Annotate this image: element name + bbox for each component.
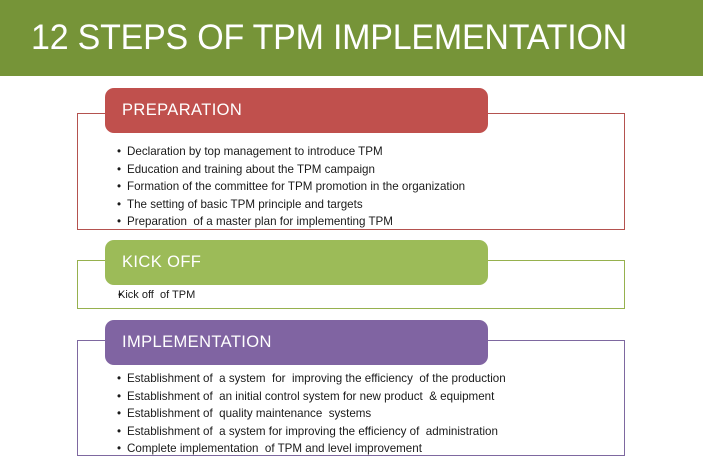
list-item: •Kick off of TPM <box>118 289 196 301</box>
list-item: • Establishment of a system for improving… <box>117 370 506 388</box>
list-item: • Declaration by top management to introd… <box>117 143 465 161</box>
list-item-text: Formation of the committee for TPM promo… <box>127 180 466 194</box>
bullet-list-preparation: • Declaration by top management to introd… <box>117 143 465 231</box>
list-item-text: Establishment of an initial control syst… <box>127 389 495 403</box>
list-item-text: The setting of basic TPM principle and t… <box>127 197 363 211</box>
section-header-implementation[interactable]: IMPLEMENTATION <box>105 320 488 365</box>
list-item-text: Establishment of a system for improving … <box>127 372 506 385</box>
bullet-list-kick-off: •Kick off of TPM <box>118 287 195 305</box>
bullet-icon: • <box>117 442 122 456</box>
bullet-icon: • <box>117 389 122 403</box>
bullet-icon: • <box>117 424 122 438</box>
list-item: • Education and training about the TPM ca… <box>117 161 465 179</box>
section-preparation: PREPARATION • Declaration by top manageme… <box>77 88 625 230</box>
bullet-icon: • <box>117 197 122 211</box>
list-item-text: Establishment of quality maintenance sys… <box>127 407 372 421</box>
section-label-preparation: PREPARATION <box>122 101 243 119</box>
section-header-preparation[interactable]: PREPARATION <box>105 88 488 133</box>
section-label-implementation: IMPLEMENTATION <box>122 333 272 351</box>
list-item-text: Education and training about the TPM cam… <box>127 162 375 176</box>
list-item: • Preparation of a master plan for implem… <box>117 213 465 231</box>
bullet-icon: • <box>117 162 122 176</box>
section-kick-off: KICK OFF •Kick off of TPM <box>77 240 625 309</box>
list-item: • Establishment of quality maintenance sy… <box>117 405 506 423</box>
bullet-icon: • <box>117 215 122 229</box>
list-item-text: Establishment of a system for improving … <box>127 424 498 438</box>
list-item: • Establishment of an initial control sys… <box>117 388 506 406</box>
list-item-text: Kick off of TPM <box>118 289 196 301</box>
bullet-icon: • <box>117 372 122 385</box>
bullet-icon: • <box>117 180 122 194</box>
section-header-kick-off[interactable]: KICK OFF <box>105 240 488 285</box>
section-label-kick-off: KICK OFF <box>122 253 202 271</box>
title-banner: 12 STEPS OF TPM IMPLEMENTATION <box>0 0 703 76</box>
bullet-icon: • <box>117 407 122 421</box>
list-item: • Establishment of a system for improving… <box>117 423 506 441</box>
list-item-text: Declaration by top management to introdu… <box>127 145 383 158</box>
list-item-text: Complete implementation of TPM and level… <box>127 442 422 456</box>
section-implementation: IMPLEMENTATION • Establishment of a syste… <box>77 320 625 456</box>
list-item: • The setting of basic TPM principle and … <box>117 196 465 214</box>
page-title: 12 STEPS OF TPM IMPLEMENTATION <box>31 18 627 57</box>
bullet-icon: • <box>117 145 122 158</box>
list-item: • Formation of the committee for TPM prom… <box>117 178 465 196</box>
list-item-text: Preparation of a master plan for impleme… <box>127 215 393 229</box>
bullet-list-implementation: • Establishment of a system for improving… <box>117 370 506 458</box>
list-item: • Complete implementation of TPM and leve… <box>117 440 506 458</box>
